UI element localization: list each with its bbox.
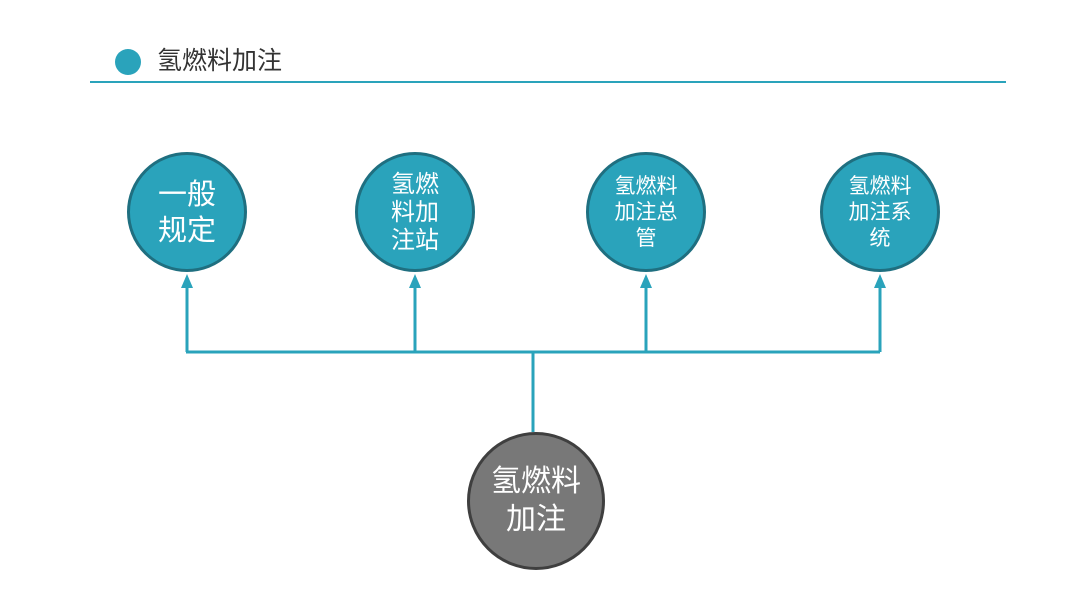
arrowhead-3 [640,274,652,288]
node-hydrogen-refueling-system: 氢燃料加注系统 [820,152,940,272]
page-title: 氢燃料加注 [157,46,283,75]
node-hydrogen-refueling-station: 氢燃料加注站 [355,152,475,272]
node-general-provisions: 一般规定 [127,152,247,272]
node-label: 氢燃料加注系统 [848,174,912,250]
node-hydrogen-refueling-manifold: 氢燃料加注总管 [586,152,706,272]
node-label: 氢燃料加注站 [391,170,439,254]
header-divider [90,81,1006,83]
arrowhead-4 [874,274,886,288]
arrowhead-1 [181,274,193,288]
node-label: 氢燃料加注总管 [614,174,678,250]
header-bullet-icon [115,49,141,75]
root-node-label: 氢燃料加注 [491,464,581,537]
arrowhead-2 [409,274,421,288]
root-node-hydrogen-refueling: 氢燃料加注 [467,432,605,570]
node-label: 一般规定 [157,177,216,247]
